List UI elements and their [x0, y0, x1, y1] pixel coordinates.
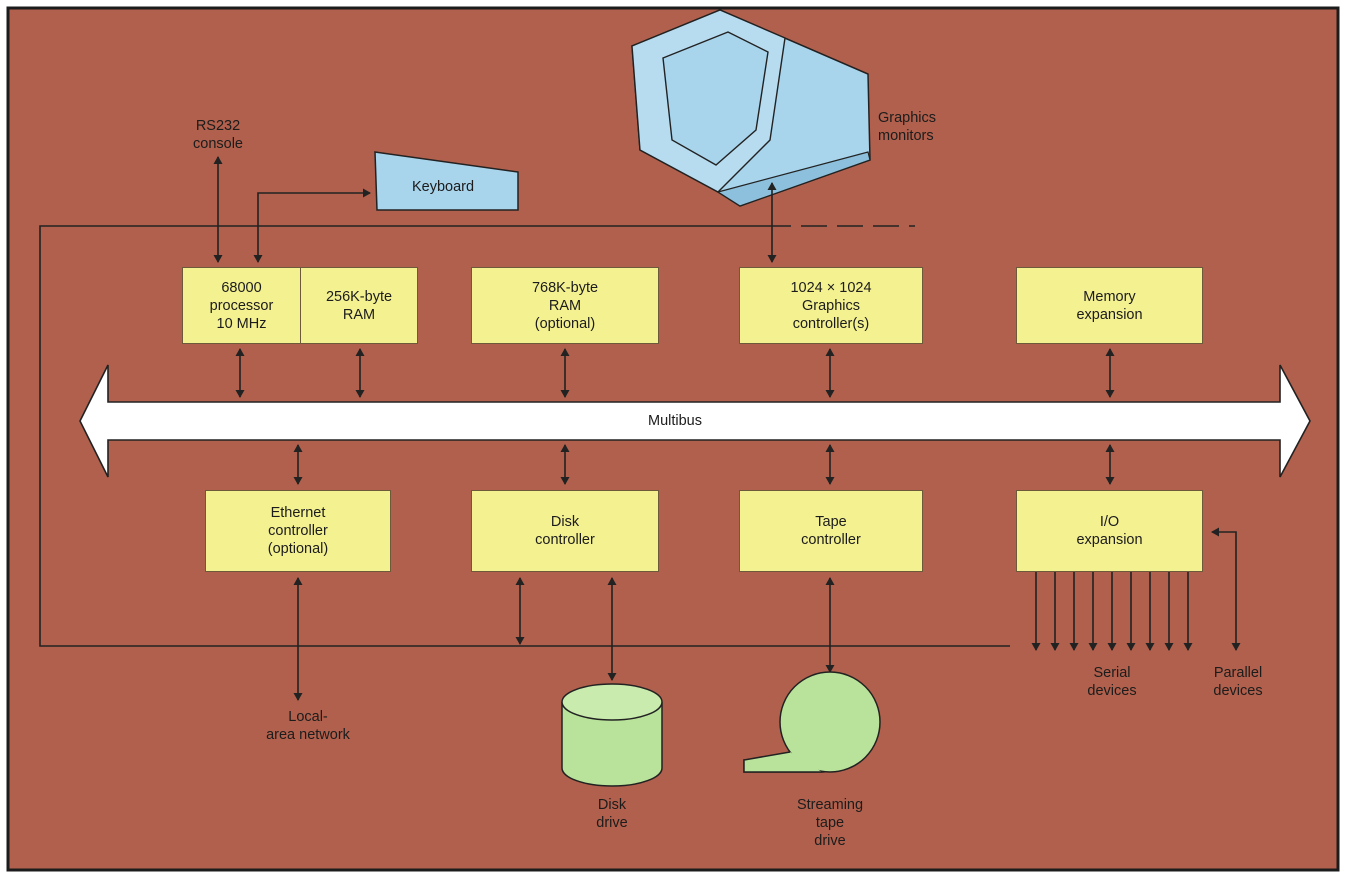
disk-drive-label: Disk drive [596, 797, 628, 831]
multibus-bus [79, 364, 1311, 478]
console-label: RS232 console [193, 118, 243, 152]
disk-controller-board: Disk controller [471, 490, 659, 572]
cpu-processor-board: 68000 processor 10 MHz [182, 267, 301, 344]
memory-expansion-board: Memory expansion [1016, 267, 1203, 344]
ram-optional-board: 768K-byte RAM (optional) [471, 267, 659, 344]
multibus-label: Multibus [648, 413, 702, 429]
graphics-monitor-icon [631, 9, 871, 207]
tape-controller-board: Tape controller [739, 490, 923, 572]
parallel-link [1211, 527, 1241, 651]
keyboard-icon [374, 151, 519, 211]
io-expansion-board: I/O expansion [1016, 490, 1203, 572]
serial-devices-label: Serial devices [1087, 665, 1137, 699]
monitors-label: Graphics monitors [878, 110, 937, 144]
graphics-controller-board: 1024 × 1024 Graphics controller(s) [739, 267, 923, 344]
tape-drive-label: Streaming tape drive [796, 797, 864, 849]
disk-drive-icon [561, 683, 663, 787]
cpu-ram-board: 256K-byte RAM [300, 267, 418, 344]
system-loop-line [39, 225, 1010, 647]
serial-lines [1031, 572, 1193, 651]
keyboard-link [253, 188, 371, 263]
lan-label: Local- area network [266, 709, 350, 743]
tape-reel-icon [743, 671, 881, 773]
ethernet-controller-board: Ethernet controller (optional) [205, 490, 391, 572]
parallel-devices-label: Parallel devices [1213, 665, 1263, 699]
keyboard-label: Keyboard [411, 179, 475, 195]
